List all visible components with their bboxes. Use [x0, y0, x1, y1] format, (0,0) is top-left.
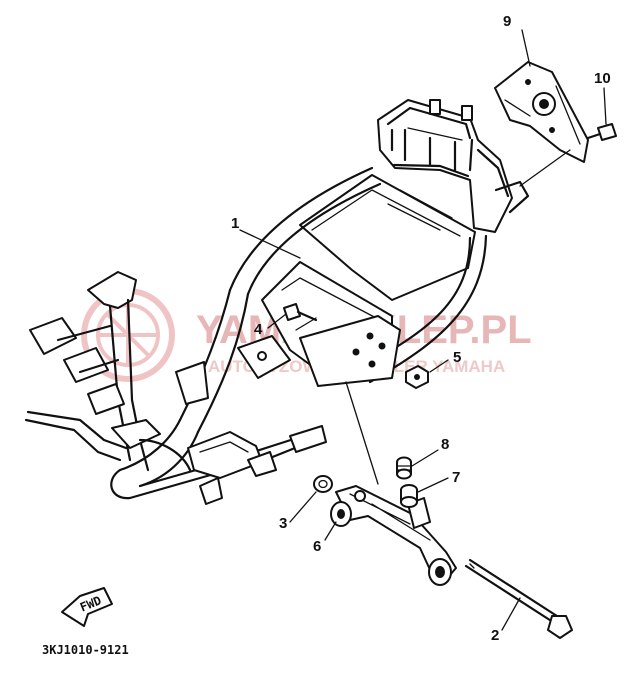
callout-8: 8	[441, 436, 449, 453]
leader-lines	[239, 29, 607, 631]
nut-part-5	[405, 365, 429, 389]
frame-part-1	[24, 99, 530, 505]
callout-6: 6	[313, 538, 321, 555]
callout-7: 7	[452, 469, 460, 486]
bolt-part-4	[283, 303, 318, 322]
callout-2: 2	[491, 627, 499, 644]
bushing-part-6	[330, 501, 352, 527]
callout-1: 1	[231, 215, 239, 232]
damper-part-8	[396, 456, 412, 480]
bolt-part-10	[586, 123, 617, 141]
bushing-rear	[428, 558, 452, 586]
bracket-plate-part-9	[494, 61, 589, 163]
long-bolt-part-2	[464, 558, 573, 639]
collar-part-3	[313, 475, 333, 493]
callout-10: 10	[594, 70, 611, 87]
callout-5: 5	[453, 349, 461, 366]
callout-3: 3	[279, 515, 287, 532]
drawing-code: 3KJ1010-9121	[42, 643, 129, 657]
damper-part-7	[400, 484, 418, 508]
callout-9: 9	[503, 13, 511, 30]
callout-labels: 1 2 3 4 5 6 7 8 9 10	[231, 13, 611, 644]
callout-4: 4	[254, 321, 263, 338]
fwd-arrow: FWD	[61, 587, 113, 627]
